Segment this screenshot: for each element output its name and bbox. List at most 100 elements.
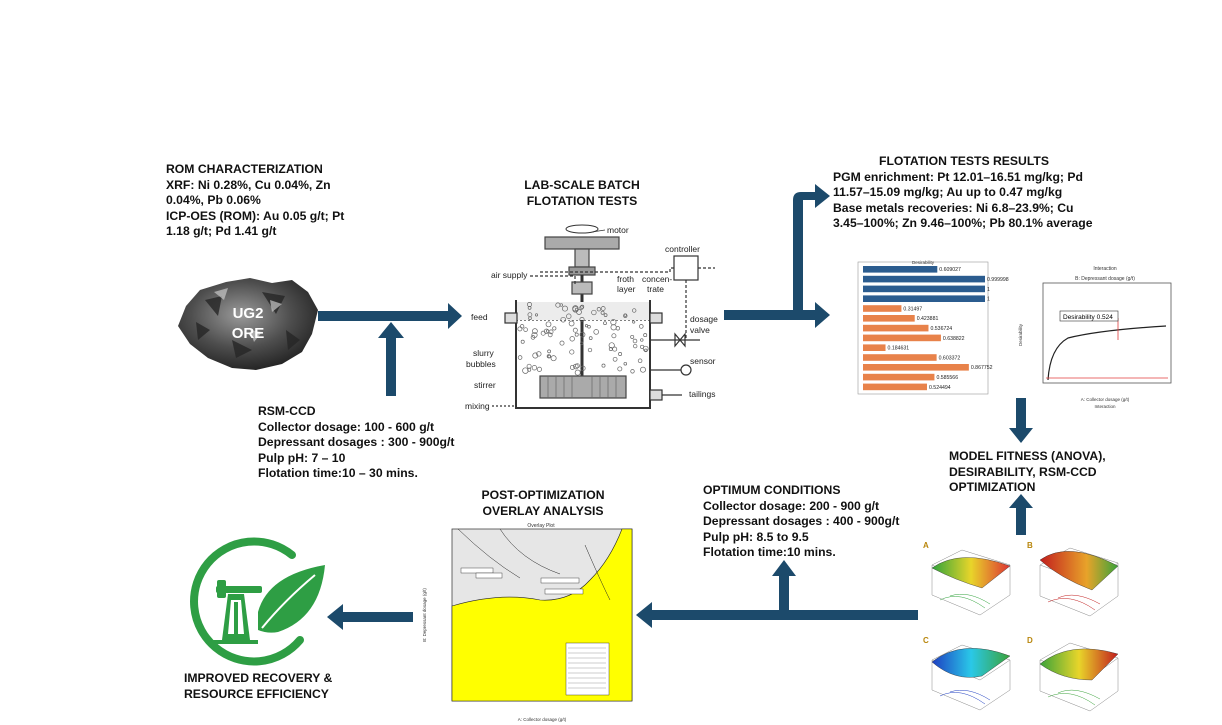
desirability-bar [863, 295, 985, 302]
bubble [568, 320, 575, 327]
interaction-xlabel: A: Collector dosage (g/t) [1081, 397, 1130, 402]
desirability-bar-label: 0.524494 [929, 385, 951, 391]
bubble [572, 327, 578, 333]
interaction-chart: Interaction B: Depressant dosage (g/t) D… [1018, 266, 1172, 409]
bubble [527, 367, 532, 372]
desirability-bar [863, 275, 985, 283]
desirability-bar-label: 0.609027 [939, 267, 961, 273]
optimum-item: Collector dosage: 200 - 900 g/t [703, 498, 880, 513]
surface-c [931, 648, 1011, 678]
interaction-title: Interaction [1093, 266, 1117, 272]
bubble [612, 356, 618, 362]
label-valve: valve [690, 325, 710, 335]
bubble [587, 347, 593, 353]
surface-plots: A B C D [923, 541, 1119, 712]
bubble [520, 339, 525, 344]
label-motor: motor [607, 225, 629, 235]
bubble [639, 324, 644, 329]
desirability-bar [863, 373, 935, 381]
arrow-ore-to-lab [318, 303, 462, 329]
arrow-surfaces-to-overlay [636, 602, 918, 628]
surface-plot-b: B [1027, 541, 1119, 617]
surface-letter-d: D [1027, 636, 1033, 645]
tank-wall [515, 300, 651, 409]
interaction-curve [1047, 325, 1167, 381]
bubble [600, 306, 606, 311]
bubble [527, 306, 532, 310]
desirability-bar-label: 0.423881 [917, 316, 939, 322]
rsm-ccd-block: RSM-CCD Collector dosage: 100 - 600 g/t … [258, 404, 478, 482]
rsm-item: Depressant dosages : 300 - 900g/t [258, 435, 455, 449]
bubble [522, 367, 529, 374]
bubble [640, 366, 646, 373]
overlay-flag-2 [475, 572, 503, 579]
bubble [530, 335, 536, 340]
results-title: FLOTATION TESTS RESULTS [879, 154, 1049, 168]
flow-arrows [318, 184, 1033, 630]
bubble [519, 324, 525, 329]
surface-plot-a: A [923, 541, 1011, 616]
bubble [545, 329, 550, 333]
overlay-ylabel: B: Depressant dosage (g/t) [422, 588, 427, 642]
post-line1: POST-OPTIMIZATION [481, 488, 605, 502]
surface-a [931, 557, 1011, 589]
interaction-frame [1042, 282, 1172, 384]
label-controller: controller [665, 244, 700, 254]
optimum-item: Depressant dosages : 400 - 900g/t [703, 514, 900, 528]
bubble [550, 355, 557, 362]
motor-top [544, 236, 620, 250]
overlay-flag-1 [460, 567, 494, 574]
optimum-conditions-block: OPTIMUM CONDITIONS Collector dosage: 200… [703, 483, 923, 561]
model-line1: MODEL FITNESS (ANOVA), [949, 449, 1106, 463]
surface-d-contour [1047, 689, 1101, 706]
bubble [600, 310, 605, 315]
rom-icp: ICP-OES (ROM): Au 0.05 g/t; Pt 1.18 g/t;… [166, 208, 345, 239]
surface-d [1039, 648, 1119, 681]
overlay-xlabel: A: Collector dosage (g/t) [518, 717, 567, 722]
flotation-cell-diagram [492, 224, 715, 409]
bubble [532, 352, 539, 359]
bubble [569, 336, 575, 342]
lab-title-line1: LAB-SCALE BATCH [524, 178, 640, 192]
bubble [576, 309, 582, 315]
surface-plot-c: C [923, 636, 1011, 711]
arrow-overlay-to-improved [327, 604, 413, 630]
bubble [566, 313, 572, 319]
surface-plot-d: D [1027, 636, 1119, 712]
flotation-labels: motor controller air supply froth layer … [465, 225, 718, 411]
label-layer: layer [617, 284, 636, 294]
arrow-optimum-up [772, 560, 796, 612]
bubble [536, 366, 542, 372]
label-bubbles: bubbles [466, 359, 496, 369]
bubble [632, 320, 636, 324]
desirability-bar-label: 1 [987, 287, 990, 293]
surface-b [1039, 551, 1119, 591]
bubble [588, 336, 593, 340]
bubble [632, 338, 638, 344]
model-line3: OPTIMIZATION [949, 480, 1036, 494]
bubble [580, 304, 585, 309]
interaction-callout-box [1059, 310, 1119, 322]
bubble [615, 326, 621, 331]
label-air-supply: air supply [491, 270, 528, 280]
arrow-lab-to-results-upper [724, 184, 830, 320]
surface-c-contour [939, 690, 991, 705]
model-fitness-block: MODEL FITNESS (ANOVA), DESIRABILITY, RSM… [949, 449, 1159, 496]
optimum-item: Pulp pH: 8.5 to 9.5 [703, 529, 809, 544]
feed-pipe [504, 312, 518, 324]
interaction-bottom-title: Interaction [1094, 404, 1116, 409]
bubble [531, 365, 538, 371]
bubble [545, 321, 552, 328]
results-base: Base metals recoveries: Ni 6.8–23.9%; Cu… [833, 200, 1093, 231]
rom-title: ROM CHARACTERIZATION [166, 162, 323, 176]
bubble [546, 354, 551, 359]
bubble [562, 305, 568, 312]
optimum-item: Flotation time:10 mins. [703, 545, 836, 559]
bubble [640, 344, 645, 349]
results-pgm: PGM enrichment: Pt 12.01–16.51 mg/kg; Pd… [833, 169, 1083, 200]
bubble [531, 331, 538, 339]
desirability-bar-label: 0.536724 [930, 326, 952, 332]
rock-highlights [214, 288, 282, 342]
desirability-bar-label: 0.31497 [903, 306, 922, 312]
